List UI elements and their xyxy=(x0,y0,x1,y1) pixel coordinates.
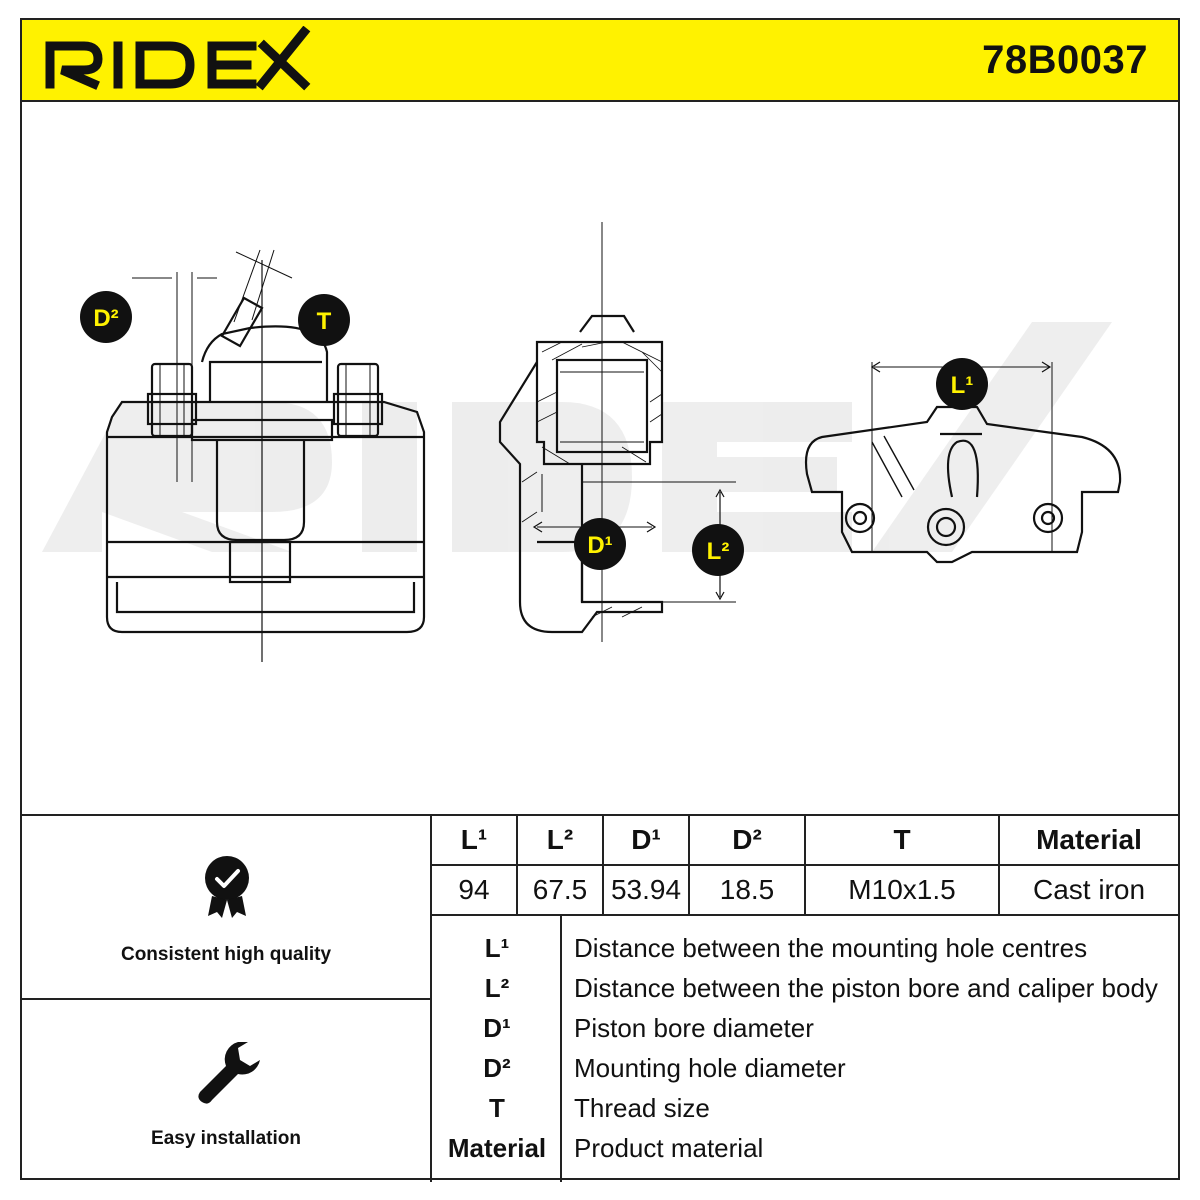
spec-table: L¹ L² D¹ D² T Material 94 67.5 53.94 18.… xyxy=(432,816,1178,916)
quality-badge-icon xyxy=(205,856,249,918)
spec-header-l2: L² xyxy=(516,816,604,866)
callout-l1: L¹ xyxy=(936,358,988,410)
legend-key: D¹ xyxy=(483,1013,511,1043)
caliper-section-view xyxy=(498,222,736,642)
caliper-drawing: D² T D¹ L² L¹ xyxy=(42,222,1122,662)
callout-d2-label: D² xyxy=(93,305,118,332)
feature-quality-label: Consistent high quality xyxy=(120,944,332,965)
legend-row: D¹ Piston bore diameter xyxy=(432,1008,1178,1048)
legend-desc: Product material xyxy=(574,1133,764,1163)
legend-row: D² Mounting hole diameter xyxy=(432,1048,1178,1088)
callout-d2: D² xyxy=(80,291,132,343)
ridex-logo xyxy=(45,26,311,91)
caliper-rear-view xyxy=(804,361,1122,564)
feature-install: Easy installation xyxy=(22,1000,432,1182)
callout-l2-label: L² xyxy=(707,538,730,565)
legend-row: T Thread size xyxy=(432,1088,1178,1128)
wrench-icon xyxy=(198,1042,260,1104)
spec-value-d1: 53.94 xyxy=(602,864,690,916)
spec-value-l2: 67.5 xyxy=(516,864,604,916)
spec-header-material: Material xyxy=(998,816,1178,866)
legend-key: Material xyxy=(447,1133,547,1163)
spec-header-d2: D² xyxy=(688,816,806,866)
legend-key: D² xyxy=(483,1053,511,1083)
caliper-front-view xyxy=(105,249,426,662)
legend-row: Material Product material xyxy=(432,1128,1178,1168)
legend-row: L² Distance between the piston bore and … xyxy=(432,968,1178,1008)
callout-d1-label: D¹ xyxy=(587,532,612,559)
spec-value-d2: 18.5 xyxy=(688,864,806,916)
callout-l1-label: L¹ xyxy=(951,372,974,399)
technical-drawing: D² T D¹ L² L¹ xyxy=(22,102,1178,812)
spec-header-d1: D¹ xyxy=(602,816,690,866)
legend-key: T xyxy=(489,1093,505,1123)
legend-desc: Piston bore diameter xyxy=(574,1013,814,1043)
callout-d1: D¹ xyxy=(574,518,626,570)
spec-value-t: M10x1.5 xyxy=(804,864,1000,916)
legend-key: L² xyxy=(484,973,510,1003)
legend-row: L¹ Distance between the mounting hole ce… xyxy=(432,928,1178,968)
feature-quality: Consistent high quality xyxy=(22,816,432,1000)
part-number: 78B0037 xyxy=(982,38,1148,82)
legend-desc: Distance between the piston bore and cal… xyxy=(574,973,1158,1003)
callout-t: T xyxy=(298,294,350,346)
feature-install-label: Easy installation xyxy=(151,1128,301,1149)
callout-t-label: T xyxy=(317,308,332,335)
legend-desc: Distance between the mounting hole centr… xyxy=(574,933,1088,963)
header-bar: 78B0037 xyxy=(22,20,1178,102)
spec-section: Consistent high quality Easy installatio… xyxy=(22,814,1178,1182)
legend: L¹ Distance between the mounting hole ce… xyxy=(432,916,1178,1182)
product-sheet: 78B0037 xyxy=(20,18,1180,1182)
spec-value-row: 94 67.5 53.94 18.5 M10x1.5 Cast iron xyxy=(432,864,1178,916)
legend-desc: Thread size xyxy=(574,1093,710,1123)
spec-value-material: Cast iron xyxy=(998,864,1178,916)
legend-desc: Mounting hole diameter xyxy=(574,1053,846,1083)
spec-header-t: T xyxy=(804,816,1000,866)
callout-l2: L² xyxy=(692,524,744,576)
legend-key: L¹ xyxy=(484,933,510,963)
spec-value-l1: 94 xyxy=(432,864,518,916)
spec-header-l1: L¹ xyxy=(432,816,518,866)
spec-header-row: L¹ L² D¹ D² T Material xyxy=(432,816,1178,866)
legend-divider xyxy=(560,916,562,1182)
